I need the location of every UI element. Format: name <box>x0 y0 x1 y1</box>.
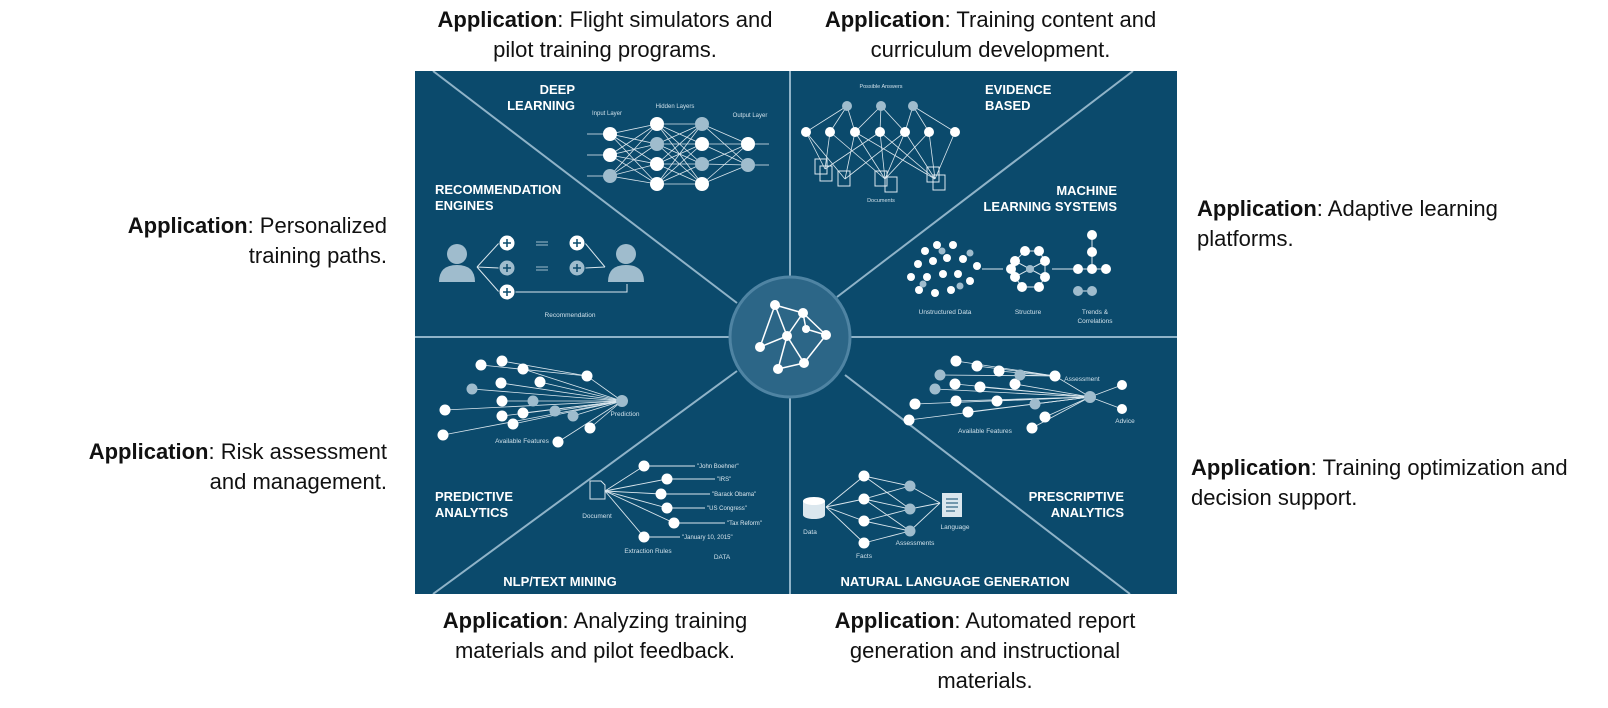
caption-bottom-left: Application: Analyzing training material… <box>440 606 750 666</box>
entity-label: "January 10, 2015" <box>682 535 733 541</box>
correlations-label: Correlations <box>1077 318 1113 325</box>
structure-label: Structure <box>1015 309 1042 316</box>
entity-label: "Barack Obama" <box>712 492 756 498</box>
evidence-based-title-2: BASED <box>985 98 1031 113</box>
predictive-analytics-section: PREDICTIVE ANALYTICS Prediction Availabl… <box>435 355 640 520</box>
caption-left-upper: Application: Personalized training paths… <box>80 211 387 271</box>
data-label: DATA <box>714 554 731 561</box>
recommendation-engines-section: RECOMMENDATION ENGINES Recommendat <box>435 182 644 319</box>
caption-text: : Training optimization and decision sup… <box>1191 455 1568 510</box>
evidence-based-section: EVIDENCE BASED Possible Answers Document… <box>801 82 1052 204</box>
deep-learning-title: DEEP <box>540 82 576 97</box>
available-features-label: Available Features <box>495 438 549 445</box>
unstructured-data-cluster <box>907 241 981 297</box>
ai-techniques-panel: DEEP LEARNING Input Layer Hidden Layers … <box>415 71 1177 594</box>
document-icon <box>589 480 606 500</box>
caption-top-right: Application: Training content and curric… <box>798 5 1183 65</box>
deep-learning-title-2: LEARNING <box>507 98 575 113</box>
prediction-label: Prediction <box>611 411 640 418</box>
caption-label: Application <box>437 7 558 32</box>
trends-label: Trends & <box>1082 309 1109 316</box>
entity-label: "US Congress" <box>707 506 747 512</box>
advice-label: Advice <box>1115 418 1135 425</box>
language-label: Language <box>941 524 970 531</box>
deep-learning-section: DEEP LEARNING Input Layer Hidden Layers … <box>507 82 769 191</box>
available-features-label: Available Features <box>958 428 1012 435</box>
prescriptive-analytics-title-2: ANALYTICS <box>1051 505 1125 520</box>
predictive-analytics-title: PREDICTIVE <box>435 489 513 504</box>
recommendation-label: Recommendation <box>545 312 596 319</box>
caption-label: Application <box>834 608 955 633</box>
caption-label: Application <box>1197 196 1317 221</box>
hidden-layers-label: Hidden Layers <box>656 104 695 110</box>
user-icon <box>608 244 644 282</box>
caption-right-lower: Application: Training optimization and d… <box>1191 453 1591 513</box>
document-label: Document <box>582 513 612 520</box>
nlg-section: NATURAL LANGUAGE GENERATION Data Languag… <box>803 470 1070 589</box>
predictive-analytics-title-2: ANALYTICS <box>435 505 509 520</box>
nlg-title: NATURAL LANGUAGE GENERATION <box>841 574 1070 589</box>
prescriptive-analytics-section: PRESCRIPTIVE ANALYTICS Assessment Advice… <box>903 355 1135 520</box>
nlp-text-mining-section: NLP/TEXT MINING Document "John Boehner" … <box>503 460 762 589</box>
caption-text: : Training content and curriculum develo… <box>870 7 1157 62</box>
extraction-rules-label: Extraction Rules <box>624 548 672 555</box>
possible-answers-label: Possible Answers <box>859 84 902 90</box>
recommendation-engines-title: RECOMMENDATION <box>435 182 561 197</box>
database-icon <box>803 497 825 519</box>
machine-learning-title-2: LEARNING SYSTEMS <box>983 199 1117 214</box>
caption-label: Application <box>1191 455 1311 480</box>
caption-text: : Automated report generation and instru… <box>849 608 1136 693</box>
nlp-text-mining-title: NLP/TEXT MINING <box>503 574 616 589</box>
caption-right-upper: Application: Adaptive learning platforms… <box>1197 194 1557 254</box>
facts-label: Facts <box>856 553 873 560</box>
caption-label: Application <box>442 608 563 633</box>
machine-learning-section: MACHINE LEARNING SYSTEMS <box>907 183 1117 325</box>
documents-label: Documents <box>867 198 895 204</box>
entity-label: "Tax Reform" <box>727 521 762 527</box>
assessment-label: Assessment <box>1064 376 1100 383</box>
caption-label: Application <box>88 439 209 464</box>
caption-text: : Adaptive learning platforms. <box>1197 196 1498 251</box>
recommendation-engines-title-2: ENGINES <box>435 198 494 213</box>
center-network-icon <box>728 275 852 399</box>
user-icon <box>439 244 475 282</box>
caption-text: : Flight simulators and pilot training p… <box>493 7 773 62</box>
caption-text: : Analyzing training materials and pilot… <box>454 608 748 663</box>
entity-label: "IRS" <box>717 477 731 483</box>
input-layer-label: Input Layer <box>592 111 622 117</box>
output-layer-label: Output Layer <box>733 113 768 119</box>
entity-label: "John Boehner" <box>697 464 739 470</box>
machine-learning-title: MACHINE <box>1056 183 1117 198</box>
caption-left-lower: Application: Risk assessment and managem… <box>50 437 387 497</box>
caption-label: Application <box>127 213 248 238</box>
caption-top-left: Application: Flight simulators and pilot… <box>425 5 785 65</box>
caption-label: Application <box>824 7 945 32</box>
assessments-label: Assessments <box>896 540 935 547</box>
data-label: Data <box>803 529 817 536</box>
prescriptive-analytics-title: PRESCRIPTIVE <box>1029 489 1125 504</box>
caption-text: : Risk assessment and management. <box>208 439 388 494</box>
panel-dividers <box>415 71 1177 594</box>
language-document-icon <box>942 493 962 517</box>
caption-bottom-right: Application: Automated report generation… <box>810 606 1160 696</box>
unstructured-data-label: Unstructured Data <box>919 309 972 316</box>
evidence-based-title: EVIDENCE <box>985 82 1052 97</box>
caption-text: : Personalized training paths. <box>247 213 387 268</box>
